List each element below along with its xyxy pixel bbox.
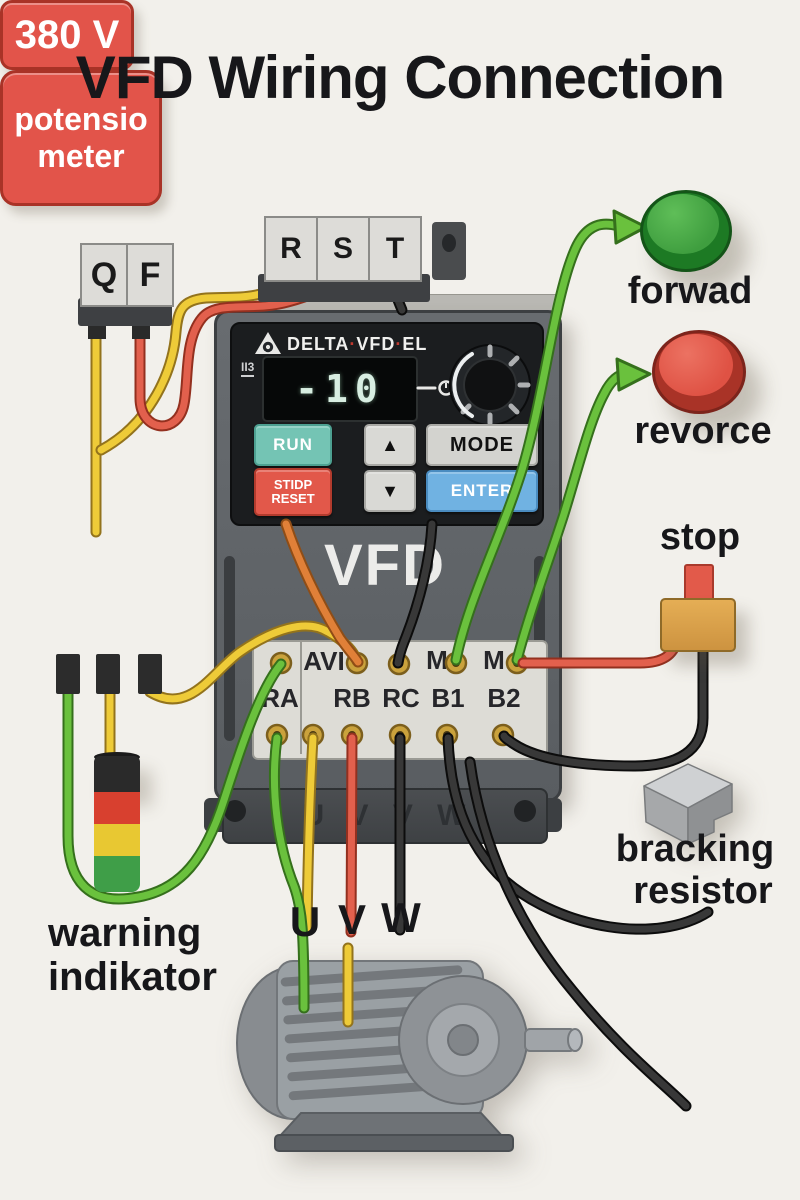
down-arrow-button: ▼ xyxy=(364,470,416,512)
terminal-label-rc: RC xyxy=(382,683,420,713)
potentiometer-label-line1: potensio xyxy=(14,101,148,138)
brand-model2: EL xyxy=(402,334,428,354)
breaker-pole-q-label: Q xyxy=(90,255,118,294)
input-terminal-r-label: R xyxy=(280,232,302,265)
potentiometer-pin1 xyxy=(56,654,80,694)
potentiometer-pin3 xyxy=(138,654,162,694)
stack-light-yellow xyxy=(94,824,140,856)
up-arrow-icon: ▲ xyxy=(381,434,399,455)
breaker-stub-left xyxy=(88,326,106,339)
output-label-v: V xyxy=(337,896,366,943)
warning-label-line2: indikator xyxy=(48,955,217,999)
brand-model1: VFD xyxy=(356,334,396,354)
reverse-label: revorce xyxy=(634,410,772,452)
forward-label: forwad xyxy=(627,270,753,312)
brake-resistor-label-line2: resistor xyxy=(633,870,773,912)
input-terminal-t: T xyxy=(368,216,422,282)
stop-label: stop xyxy=(659,516,741,558)
stop-reset-line1: STIDP xyxy=(273,476,313,492)
input-terminal-t-label: T xyxy=(385,232,405,265)
output-label-u: U xyxy=(289,898,321,945)
brake-resistor-label-line1: bracking xyxy=(615,828,775,870)
input-terminal-s: S xyxy=(316,216,370,282)
up-arrow-button: ▲ xyxy=(364,424,416,466)
input-terminal-s-label: S xyxy=(332,232,353,265)
stop-reset-button: STIDP RESET xyxy=(254,468,332,516)
page-title: VFD Wiring Connection xyxy=(75,44,725,111)
potentiometer-pin2 xyxy=(96,654,120,694)
terminal-label-b1: B1 xyxy=(431,683,465,713)
input-terminal-r: R xyxy=(264,216,318,282)
breaker-stub-right xyxy=(132,326,150,339)
warning-label-line1: warning xyxy=(48,911,202,955)
stack-light-black xyxy=(94,756,140,792)
stack-light-red xyxy=(94,792,140,824)
output-label-w: W xyxy=(381,894,421,941)
brand-sep2: · xyxy=(395,334,403,354)
breaker-pole-f: F xyxy=(126,243,174,307)
vfd-base-marks: U V V W xyxy=(302,799,474,832)
breaker-pole-q: Q xyxy=(80,243,128,307)
stop-reset-line2: RESET xyxy=(271,491,315,506)
down-arrow-icon: ▼ xyxy=(381,480,399,501)
forward-button-face xyxy=(647,194,719,254)
reverse-button-face xyxy=(659,334,733,396)
voltage-badge: 380 V xyxy=(0,0,134,70)
brand-sep: · xyxy=(349,334,357,354)
voltage-label: 380 V xyxy=(14,12,120,57)
rst-tab-hole xyxy=(442,234,456,252)
breaker-pole-f-label: F xyxy=(139,255,161,294)
potentiometer-box: potensio meter xyxy=(0,70,162,206)
stop-switch-body xyxy=(660,598,736,652)
stack-light-green xyxy=(94,856,140,892)
potentiometer-label-line2: meter xyxy=(37,138,125,174)
